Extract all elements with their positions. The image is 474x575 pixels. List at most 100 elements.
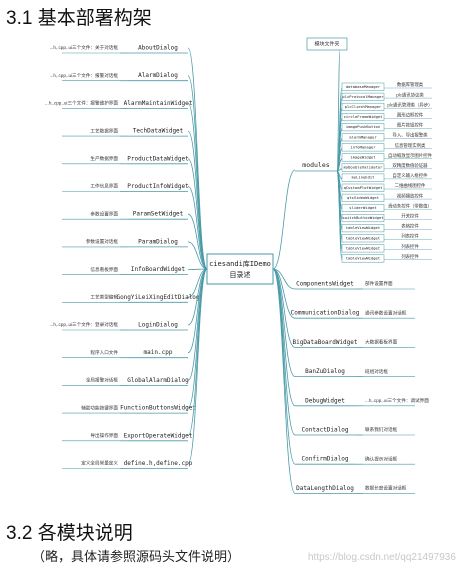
center-node-label-1: ciesandi库IDemo (209, 259, 271, 268)
connector-left-3 (187, 130, 208, 270)
module-label-16: tableViewWidget (346, 245, 380, 250)
left-node-label-14: ExportOperateWidget (124, 432, 193, 439)
right-node-desc-3: 班组对话框 (365, 368, 388, 375)
left-node-desc-5: 工作信息界面 (90, 183, 118, 190)
right-node-desc-4: ...h,.cpp,.ui三个文件：调试界面 (365, 397, 429, 404)
left-node-label-1: AlarmDialog (138, 72, 178, 79)
right-node-label-3: BanZuDialog (305, 368, 345, 375)
module-label-15: tableViewWidget (346, 235, 380, 240)
module-desc-6: 信息管理实例类 (395, 142, 426, 149)
module-desc-1: plc通讯协议类 (396, 91, 424, 98)
right-node-label-6: ConfirmDialog (302, 456, 349, 463)
connector-left-7 (187, 241, 208, 270)
module-label-6: infoManager (350, 144, 376, 149)
connector-left-2 (187, 103, 208, 270)
left-node-desc-9: 工艺类型编辑 (90, 294, 118, 301)
right-node-desc-7: 数据长度设置对话框 (365, 485, 407, 492)
module-box-10 (341, 183, 385, 192)
module-desc-7: 自动缩放显示图片控件 (388, 152, 433, 159)
left-node-label-9: GongYiLeiXingEditDialog (116, 294, 199, 301)
left-node-label-5: ProductInfoWidget (127, 183, 189, 190)
module-desc-8: 双精度数值验证器 (392, 162, 428, 169)
connector-left-8 (187, 268, 208, 270)
left-node-desc-7: 参数设置对话框 (86, 238, 119, 245)
connector-modules-note (336, 49, 341, 172)
left-node-desc-15: 定义全局常量定义 (81, 460, 118, 467)
modules-label: modules (302, 161, 329, 169)
center-node (206, 253, 274, 285)
center-node-label-2: 目录述 (230, 270, 251, 279)
module-desc-13: 开关控件 (401, 212, 419, 219)
module-desc-14: 表格控件 (401, 223, 419, 230)
module-box-2 (341, 102, 385, 111)
left-node-desc-10: ...h,.cpp,.ui三个文件：登录对话框 (50, 321, 119, 328)
module-box-15 (341, 234, 385, 243)
left-node-label-10: LoginDialog (138, 322, 178, 329)
mindmap-diagram: ciesandi库IDemo 目录述 AboutDialog ...h,.cpp,.u… (45, 37, 433, 494)
left-node-label-2: AlarmMaintainWidget (124, 100, 193, 107)
left-node-label-12: GlobalAlarmDialog (127, 377, 189, 384)
module-box-0 (341, 82, 385, 91)
right-node-label-5: ContactDialog (302, 427, 349, 434)
module-label-3: circleFrameWidget (344, 114, 383, 119)
connector-left-6 (187, 213, 208, 270)
module-label-12: sliderWidget (349, 205, 376, 210)
module-box-4 (341, 123, 385, 132)
module-desc-4: 图片按钮控件 (397, 122, 424, 129)
connector-left-15 (187, 268, 208, 464)
module-label-1: plcProtocolManager (342, 94, 384, 99)
module-label-7: imageWidget (350, 155, 375, 160)
module-label-5: alarmManager (349, 134, 377, 139)
module-label-10: qCustomPlotWidget (344, 185, 383, 190)
right-node-label-2: BigDataBoardWidget (292, 339, 357, 346)
left-node-desc-14: 导出操作界面 (90, 432, 118, 439)
module-label-14: tableViewWidget (346, 225, 380, 230)
module-label-0: databaseManager (346, 84, 381, 89)
module-desc-9: 自定义输入框控件 (392, 172, 428, 179)
connector-right-6 (272, 268, 296, 465)
left-node-label-0: AboutDialog (138, 45, 178, 52)
left-node-label-7: ParamDialog (138, 238, 178, 245)
module-label-9: myLineEdit (352, 175, 375, 180)
module-desc-2: plc通讯管理类（异步） (387, 101, 432, 108)
left-node-desc-3: 工艺数据界面 (90, 127, 118, 134)
module-box-16 (341, 244, 385, 253)
connector-left-4 (187, 158, 208, 270)
right-node-desc-0: 部件设置界面 (365, 280, 393, 287)
right-node-label-1: CommunicationDialog (291, 310, 360, 317)
left-node-desc-1: ...h,.cpp,.ui三个文件：报警对话框 (50, 72, 119, 79)
left-node-label-15: define.h,define.cpp (124, 460, 193, 467)
module-box-11 (341, 193, 385, 202)
left-node-desc-12: 全局报警对话框 (86, 377, 119, 384)
left-node-label-8: InfoBoardWidget (131, 266, 186, 273)
connector-module-17 (336, 170, 343, 261)
module-desc-17: 列表控件 (401, 253, 419, 260)
module-desc-10: 二维曲线图控件 (395, 182, 426, 189)
section-heading-3-1: 3.1 基本部署构架 (6, 8, 152, 29)
module-label-13: switchButtonWidget (342, 215, 383, 220)
left-node-label-11: main.cpp (144, 349, 173, 356)
right-node-label-0: ComponentsWidget (296, 281, 354, 288)
right-node-desc-1: 通讯参数设置对话框 (365, 309, 407, 316)
left-node-desc-8: 信息看板界面 (90, 266, 118, 273)
module-box-1 (341, 92, 385, 101)
connector-left-13 (187, 268, 208, 409)
right-node-label-7: DataLengthDialog (296, 485, 354, 492)
module-box-5 (341, 133, 385, 142)
left-node-desc-4: 生产数据界面 (90, 155, 118, 162)
module-box-14 (341, 224, 385, 233)
right-node-label-4: DebugWidget (305, 397, 345, 404)
module-box-3 (341, 113, 385, 122)
module-desc-5: 导入、导出报警类 (392, 132, 428, 139)
connector-modules (272, 169, 296, 270)
right-node-desc-5: 联系我们对话框 (365, 426, 398, 433)
module-box-9 (341, 173, 385, 182)
section-heading-3-2: 3.2 各模块说明 (6, 523, 133, 544)
module-label-11: qtsVideoWidget (347, 195, 379, 200)
left-node-desc-2: ...h,.cpp,.ui三个文件：报警维护界面 (45, 100, 118, 107)
module-box-12 (341, 203, 385, 212)
connector-right-7 (272, 268, 296, 494)
module-label-8: myDoubleValidator (344, 165, 384, 170)
module-box-13 (341, 214, 385, 223)
module-label-17: tableViewWidget (346, 256, 380, 261)
